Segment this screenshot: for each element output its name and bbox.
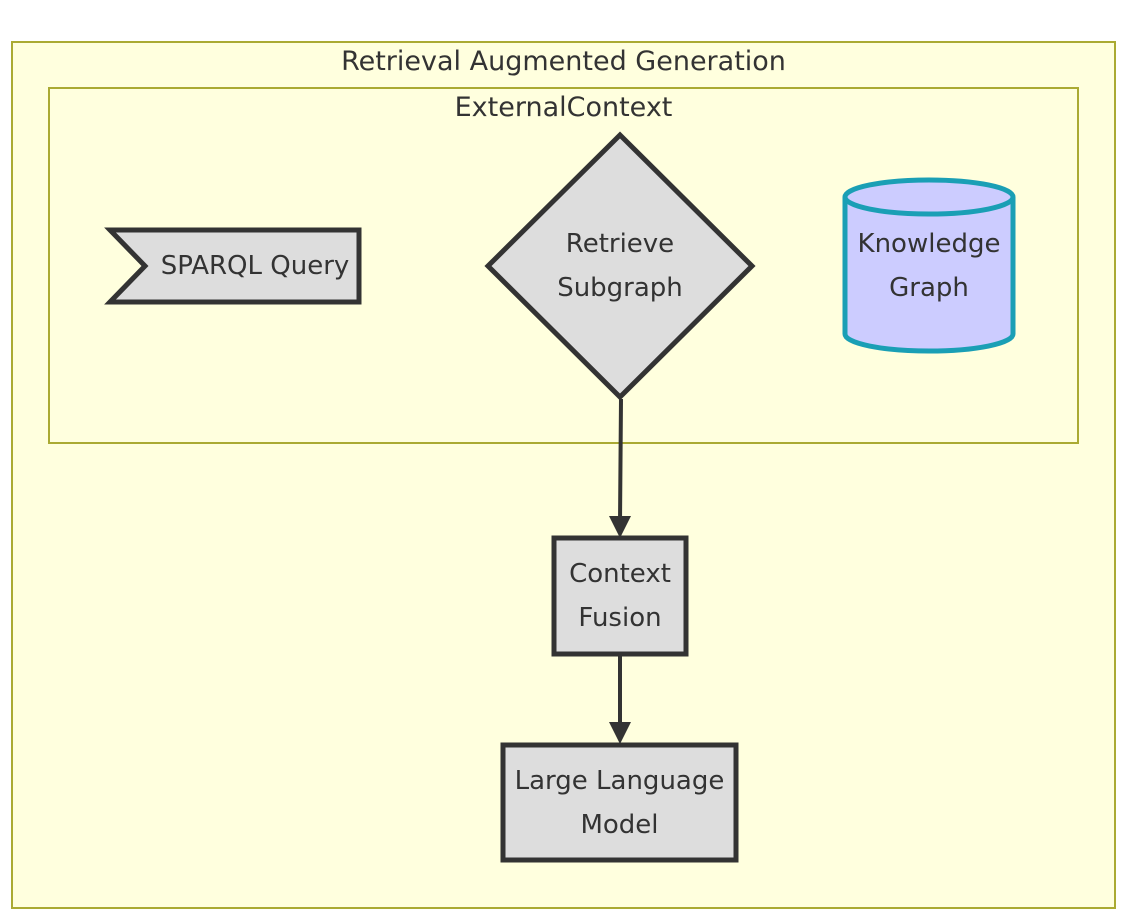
context-fusion-node[interactable]: [551, 535, 689, 657]
sparql-query-label: SPARQL Query: [160, 251, 350, 281]
retrieve-subgraph-node[interactable]: [484, 131, 756, 401]
context-fusion-label: Context Fusion: [569, 559, 671, 633]
llm-node[interactable]: [500, 742, 739, 863]
inner-group-title: ExternalContext: [454, 92, 673, 123]
edge-retrieve-to-fusion: [618, 398, 623, 530]
knowledge-graph-node[interactable]: [842, 177, 1016, 354]
outer-group-title: Retrieval Augmented Generation: [341, 46, 786, 77]
arrowhead-fusion-to-llm: [609, 722, 631, 744]
arrowhead-retrieve-to-fusion: [609, 516, 631, 538]
retrieve-subgraph-label: Retrieve Subgraph: [557, 229, 683, 303]
sparql-query-node[interactable]: [104, 227, 362, 305]
llm-label: Large Language Model: [514, 766, 725, 840]
knowledge-graph-label: Knowledge Graph: [857, 229, 1001, 303]
